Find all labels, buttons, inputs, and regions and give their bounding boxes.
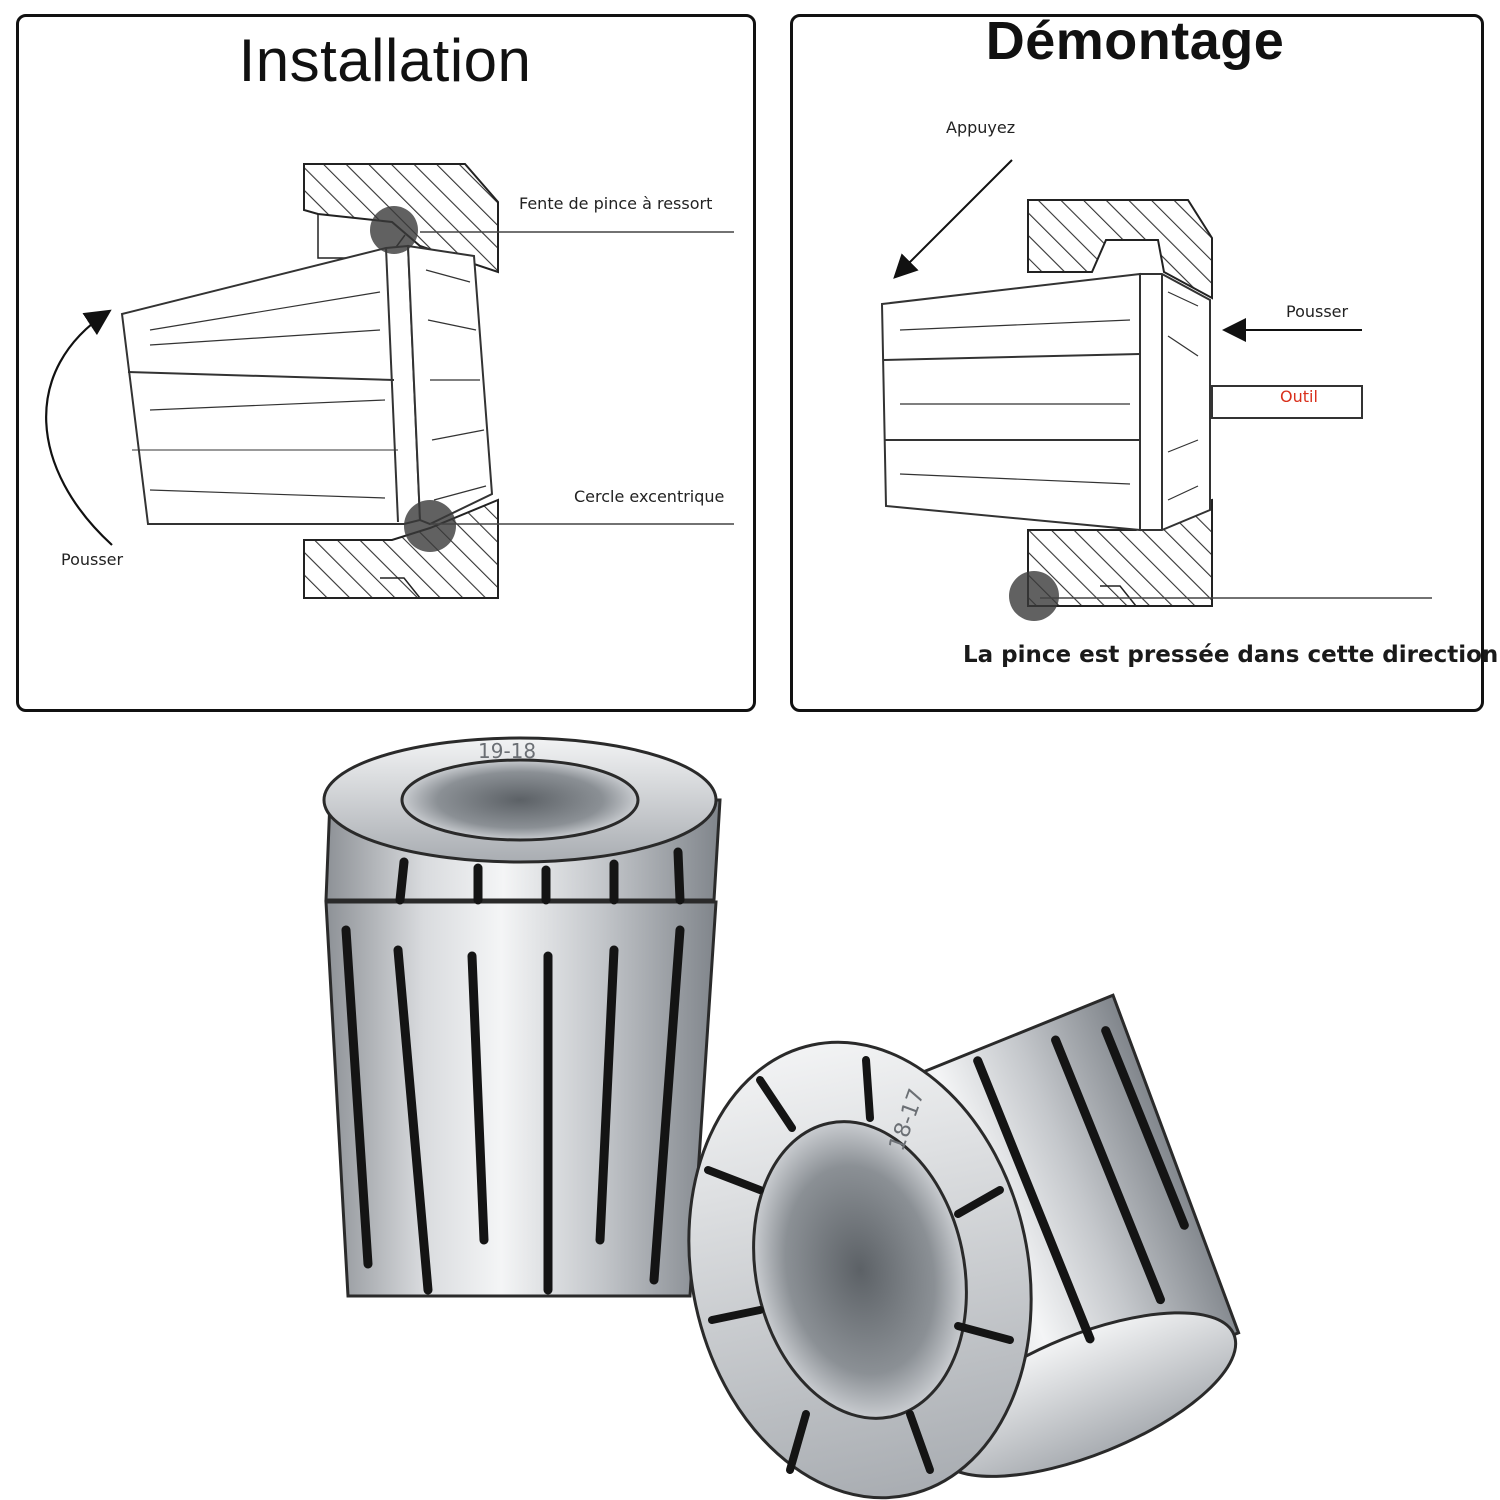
collet-upright (322, 736, 722, 1298)
direction-label: La pince est pressée dans cette directio… (963, 642, 1499, 668)
tool-rod (1211, 385, 1363, 419)
direction-highlight (1009, 571, 1059, 621)
slot-label: Fente de pince à ressort (519, 194, 713, 213)
slot-highlight (370, 206, 418, 254)
demontage-title: Démontage (985, 11, 1285, 71)
press-diagonal-arrow (893, 159, 1013, 279)
press-label: Appuyez (946, 118, 1016, 137)
collet-tilted-face (687, 1040, 1033, 1500)
demontage-nut-top (1027, 199, 1213, 300)
demontage-push-label: Pousser (1286, 302, 1349, 321)
installation-push-label: Pousser (61, 550, 124, 569)
collet-left-marking: 19-18 (478, 739, 536, 763)
eccentric-label: Cercle excentrique (574, 487, 725, 506)
installation-collet (120, 244, 494, 526)
demontage-collet (880, 272, 1211, 532)
tool-label: Outil (1280, 387, 1318, 406)
push-curved-arrow (45, 309, 113, 546)
installation-title: Installation (238, 27, 532, 94)
eccentric-highlight (404, 500, 456, 552)
